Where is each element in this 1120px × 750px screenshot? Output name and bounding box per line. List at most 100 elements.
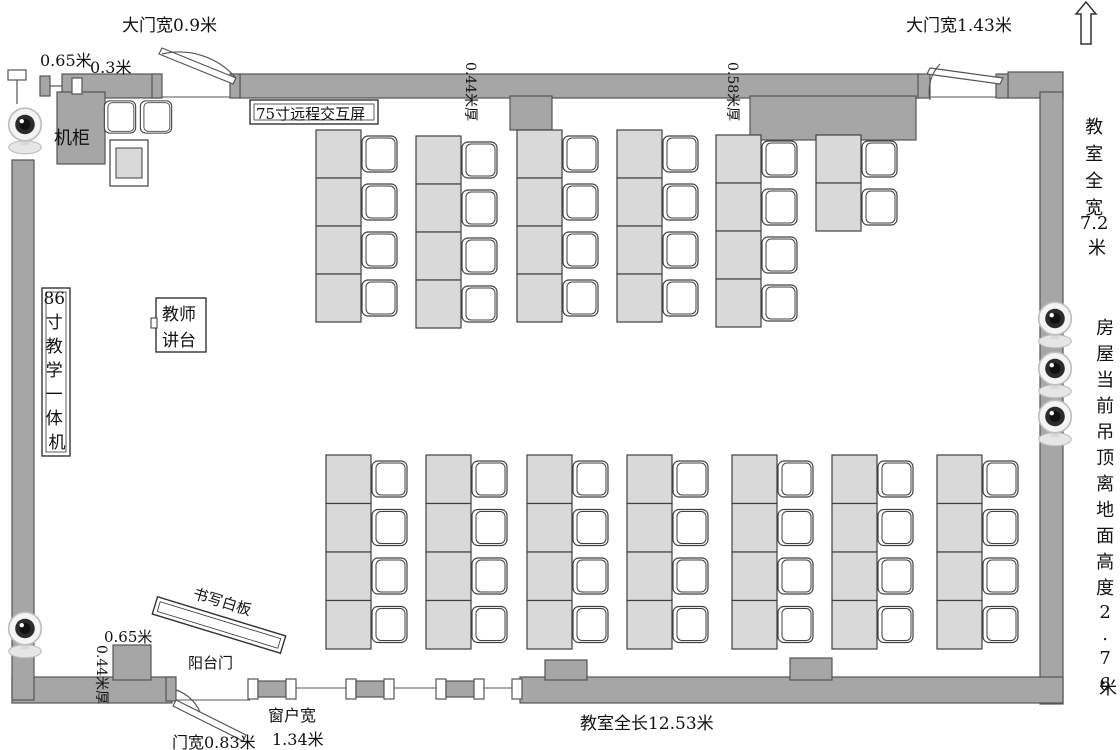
desk [626, 502, 673, 553]
chair-icon [562, 279, 599, 317]
chair-icon [672, 605, 709, 644]
desk [626, 454, 673, 505]
chair-icon [982, 460, 1019, 498]
desk [731, 454, 778, 505]
north-arrow-icon [1074, 0, 1098, 45]
desk [325, 599, 372, 650]
dim-065-top-label: 0.65米 [40, 51, 92, 70]
chair-icon [461, 141, 498, 179]
writing-whiteboard [151, 595, 287, 655]
dim-03-label: 0.3米 [90, 58, 131, 77]
desk [626, 551, 673, 602]
chair-icon [672, 460, 709, 498]
desk [831, 551, 878, 602]
main-door-right [917, 63, 1009, 101]
balcony-door-label: 阳台门 [188, 654, 233, 672]
desk [616, 273, 663, 323]
main-door-left-label: 大门宽0.9米 [122, 16, 217, 36]
desk [731, 502, 778, 553]
door-opening-lines [160, 96, 1008, 701]
chair-icon [361, 279, 398, 317]
chair-icon [461, 237, 498, 275]
camera-icon [7, 611, 43, 659]
desk [516, 225, 563, 275]
door-083-label: 门宽0.83米 [172, 733, 256, 750]
desk [315, 129, 362, 179]
chair-icon [761, 140, 798, 178]
desk [831, 599, 878, 650]
smart-board-label: 86 寸 教 学 一 体 机 [43, 289, 70, 453]
screen-75-label: 75寸远程交互屏 [256, 105, 365, 123]
room-length-label: 教室全长12.53米 [580, 714, 714, 734]
chair-icon [461, 285, 498, 323]
chair-icon [982, 557, 1019, 595]
chair-icon [371, 460, 408, 498]
pillar-top-058 [749, 95, 917, 141]
desk [831, 502, 878, 553]
desk [936, 502, 983, 553]
desk [315, 225, 362, 275]
chair-icon [572, 605, 609, 644]
chair-icon [562, 231, 599, 269]
room-width-label: 教 室 全 宽 7.2 米 [1080, 117, 1114, 259]
window-width-label: 窗户宽 1.34米 [268, 706, 324, 749]
desk [425, 454, 472, 505]
teacher-podium-label: 教师 讲台 [162, 305, 201, 351]
chair-icon [371, 508, 408, 547]
pillar-top-044 [509, 95, 553, 131]
chair-icon [471, 508, 508, 547]
chair-icon [471, 605, 508, 644]
desk [526, 502, 573, 553]
chair-icon [572, 460, 609, 498]
thick-044-top-label: 0.44米厚 [462, 62, 478, 121]
camera-icon [1037, 351, 1073, 399]
ceiling-height-label: 房 屋 当 前 吊 顶 离 地 面 高 度 2 . 7 6 米 [1096, 318, 1120, 699]
chair-icon [662, 279, 699, 317]
chair-icon [672, 557, 709, 595]
chair-icon [371, 557, 408, 595]
desk [815, 182, 862, 232]
desk [815, 134, 862, 184]
desk [325, 454, 372, 505]
left-wall [11, 159, 35, 701]
desk [325, 502, 372, 553]
bottom-windows [247, 678, 523, 700]
bottom-door [165, 676, 247, 742]
desk [526, 551, 573, 602]
chair-icon [982, 605, 1019, 644]
chair-icon [361, 231, 398, 269]
cabinet-label: 机柜 [54, 128, 90, 149]
camera-icon [1037, 399, 1073, 447]
desk [831, 454, 878, 505]
desk [936, 454, 983, 505]
chair-icon [877, 508, 914, 547]
chair-icon [662, 183, 699, 221]
chair-icon [361, 183, 398, 221]
chair-icon [777, 508, 814, 547]
remote-interactive-screen [249, 99, 379, 125]
desk [616, 129, 663, 179]
desk [715, 134, 762, 184]
student-seating [315, 129, 1019, 650]
desk [415, 231, 462, 281]
chair-icon [877, 605, 914, 644]
pillar-bottom-1 [544, 659, 588, 681]
chair-icon [572, 508, 609, 547]
chair-icon [672, 508, 709, 547]
desk [516, 177, 563, 227]
smart-board [41, 287, 71, 457]
top-wall-middle [239, 73, 921, 99]
desk [315, 177, 362, 227]
camera-icon [1037, 301, 1073, 349]
desk [626, 599, 673, 650]
chair-icon [877, 557, 914, 595]
chair-icon [761, 236, 798, 274]
bottom-wall-right [519, 676, 1064, 704]
chair-icon [877, 460, 914, 498]
chair-icon [761, 284, 798, 322]
walls [11, 71, 1064, 705]
desk [415, 183, 462, 233]
bottom-wall-left [11, 676, 173, 704]
desk [731, 551, 778, 602]
